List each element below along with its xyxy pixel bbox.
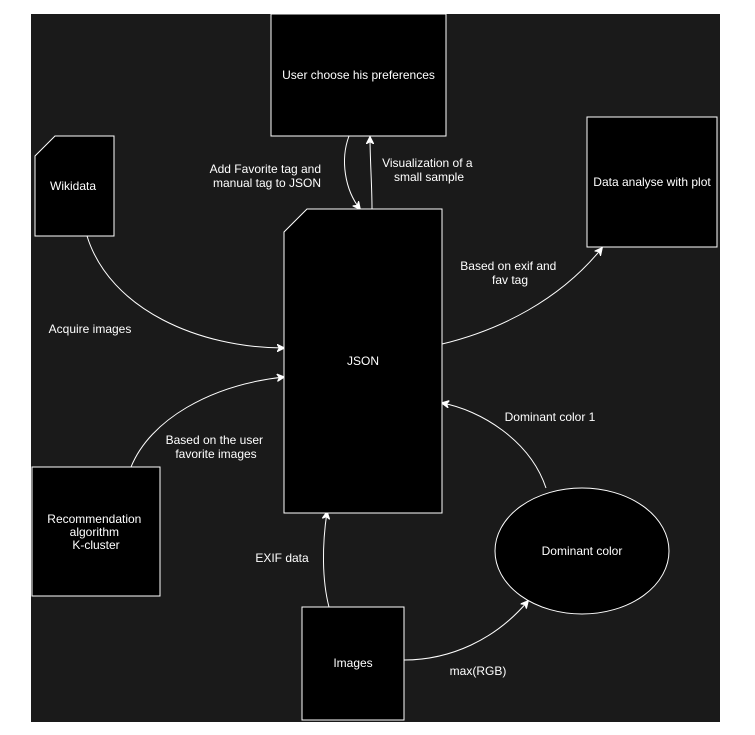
edge-label-based-on-user-line-2: favorite images bbox=[175, 447, 256, 461]
edge-max-rgb bbox=[403, 601, 528, 661]
node-dominant-color-label: Dominant color bbox=[542, 544, 623, 558]
edge-label-based-on-exif: Based on exif and fav tag bbox=[460, 259, 559, 287]
edge-label-based-on-exif-line-1: Based on exif and bbox=[460, 259, 556, 273]
node-recommendation[interactable]: Recommendation algorithm K-cluster bbox=[31, 466, 161, 597]
edge-based-on-user bbox=[130, 377, 284, 468]
edge-label-visualization-line-1: Visualization of a bbox=[382, 156, 473, 170]
node-recommendation-label: Recommendation algorithm K-cluster bbox=[47, 512, 144, 552]
node-user-preferences-label: User choose his preferences bbox=[282, 68, 435, 82]
node-wikidata[interactable]: Wikidata bbox=[34, 135, 115, 237]
edge-label-max-rgb: max(RGB) bbox=[450, 664, 507, 678]
edge-label-add-favorite: Add Favorite tag and manual tag to JSON bbox=[210, 162, 325, 190]
node-data-analyse[interactable]: Data analyse with plot bbox=[586, 116, 718, 248]
edge-label-visualization: Visualization of a small sample bbox=[382, 156, 476, 184]
edge-label-acquire-images: Acquire images bbox=[49, 322, 132, 336]
edge-label-based-on-user-line-1: Based on the user bbox=[166, 433, 263, 447]
edge-based-on-exif bbox=[441, 248, 602, 345]
edge-label-based-on-exif-line-2: fav tag bbox=[492, 273, 528, 287]
node-json-label: JSON bbox=[347, 354, 379, 368]
node-recommendation-line-2: algorithm bbox=[70, 525, 119, 539]
edge-label-visualization-line-2: small sample bbox=[394, 170, 464, 184]
edge-visualization bbox=[370, 137, 372, 210]
node-user-preferences[interactable]: User choose his preferences bbox=[270, 13, 447, 137]
node-json[interactable]: JSON bbox=[283, 208, 443, 514]
edge-add-favorite bbox=[344, 135, 360, 209]
edge-label-dominant-color-1: Dominant color 1 bbox=[505, 410, 596, 424]
node-recommendation-line-1: Recommendation bbox=[47, 512, 141, 526]
node-images-label: Images bbox=[333, 656, 372, 670]
edge-exif-data bbox=[323, 512, 329, 608]
edge-acquire-images bbox=[86, 235, 284, 348]
node-data-analyse-label: Data analyse with plot bbox=[593, 175, 711, 189]
edge-dominant-color-1 bbox=[442, 403, 547, 489]
node-recommendation-line-3: K-cluster bbox=[72, 538, 119, 552]
edge-label-add-favorite-line-1: Add Favorite tag and bbox=[210, 162, 321, 176]
edge-label-add-favorite-line-2: manual tag to JSON bbox=[213, 176, 321, 190]
edge-label-exif-data: EXIF data bbox=[255, 551, 309, 565]
node-wikidata-label: Wikidata bbox=[50, 179, 96, 193]
node-dominant-color[interactable]: Dominant color bbox=[494, 487, 670, 615]
node-images[interactable]: Images bbox=[301, 606, 405, 721]
edge-label-based-on-user: Based on the user favorite images bbox=[166, 433, 267, 461]
